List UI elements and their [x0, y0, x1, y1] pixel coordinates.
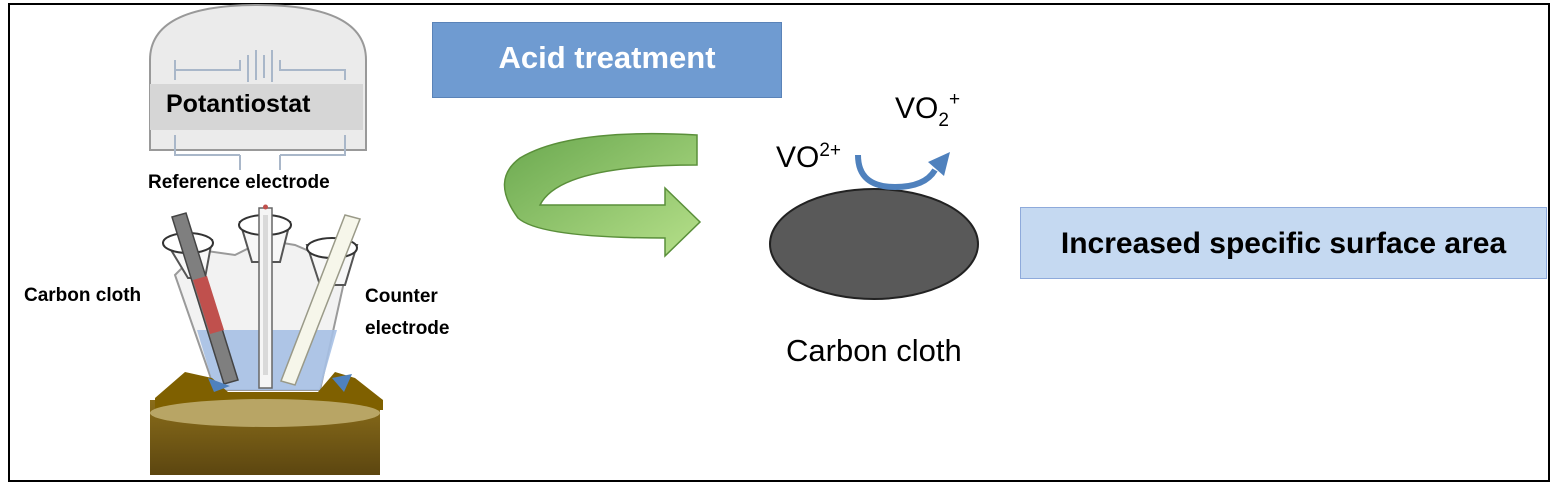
potentiostat-label: Potantiostat — [166, 90, 311, 118]
carbon-cloth-oval — [769, 188, 979, 300]
carbon-cloth-label: Carbon cloth — [786, 333, 962, 368]
vo2-subscript: 2 — [938, 110, 949, 131]
vo2-base: VO — [895, 92, 939, 125]
stirrer-base — [150, 372, 383, 475]
working-electrode — [171, 212, 239, 385]
vo2-plus-reactant-label: VO2+ — [776, 140, 841, 175]
acid-treatment-box: Acid treatment — [432, 22, 782, 98]
counter-electrode-label-line1: Counter — [365, 286, 438, 307]
counter-electrode — [280, 214, 362, 386]
vo2-charge: + — [948, 89, 961, 110]
result-label: Increased specific surface area — [1060, 227, 1507, 260]
carbon-cloth-electrode-label: Carbon cloth — [24, 285, 142, 306]
counter-electrode-label: Counter electrode — [365, 281, 449, 345]
vo2-product-label: VO2+ — [895, 89, 961, 131]
reference-electrode — [258, 204, 273, 389]
vo-charge: 2+ — [819, 140, 842, 161]
potentiostat-label-background — [150, 84, 363, 130]
acid-treatment-label: Acid treatment — [498, 40, 716, 75]
circuit-lines — [174, 50, 346, 170]
vo-base: VO — [776, 141, 820, 174]
result-box: Increased specific surface area — [1020, 207, 1547, 279]
counter-electrode-label-line2: electrode — [365, 318, 450, 339]
process-arrow — [503, 132, 702, 258]
redox-arrow — [855, 152, 950, 191]
reference-electrode-label: Reference electrode — [148, 172, 330, 193]
